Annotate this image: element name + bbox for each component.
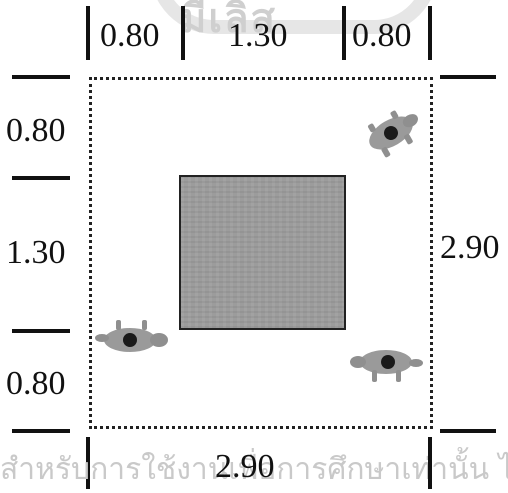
top-tick-2 [181,6,185,60]
top-segment-label-2: 1.30 [228,17,288,54]
top-segment-label-1: 0.80 [100,17,160,54]
right-tick-top [440,75,496,79]
watermark-bottom-text: สำหรับการใช้งานเพื่อการศึกษาเท่านั้น ไม่… [0,452,508,487]
left-segment-label-1: 0.80 [6,112,66,149]
watermark-top-text: มีเลิส [180,0,277,42]
animal-icon-bottom-right [350,350,423,382]
left-segment-label-3: 0.80 [6,365,66,402]
left-segment-label-2: 1.30 [6,234,66,271]
top-segment-label-3: 0.80 [352,17,412,54]
left-tick-4 [12,429,70,433]
right-total-label: 2.90 [440,229,500,266]
left-tick-3 [12,329,70,333]
right-tick-bottom [440,429,496,433]
central-square [179,175,346,330]
top-tick-1 [86,6,90,60]
dotted-boundary [89,77,433,429]
bottom-total-label: 2.90 [215,448,275,485]
left-tick-2 [12,176,70,180]
top-tick-4 [428,6,432,60]
animal-icon-top-right [368,110,418,158]
top-tick-3 [342,6,346,60]
bottom-tick-right [428,437,432,489]
animal-icon-left [95,320,168,352]
left-tick-1 [12,75,70,79]
bottom-tick-left [86,437,90,489]
